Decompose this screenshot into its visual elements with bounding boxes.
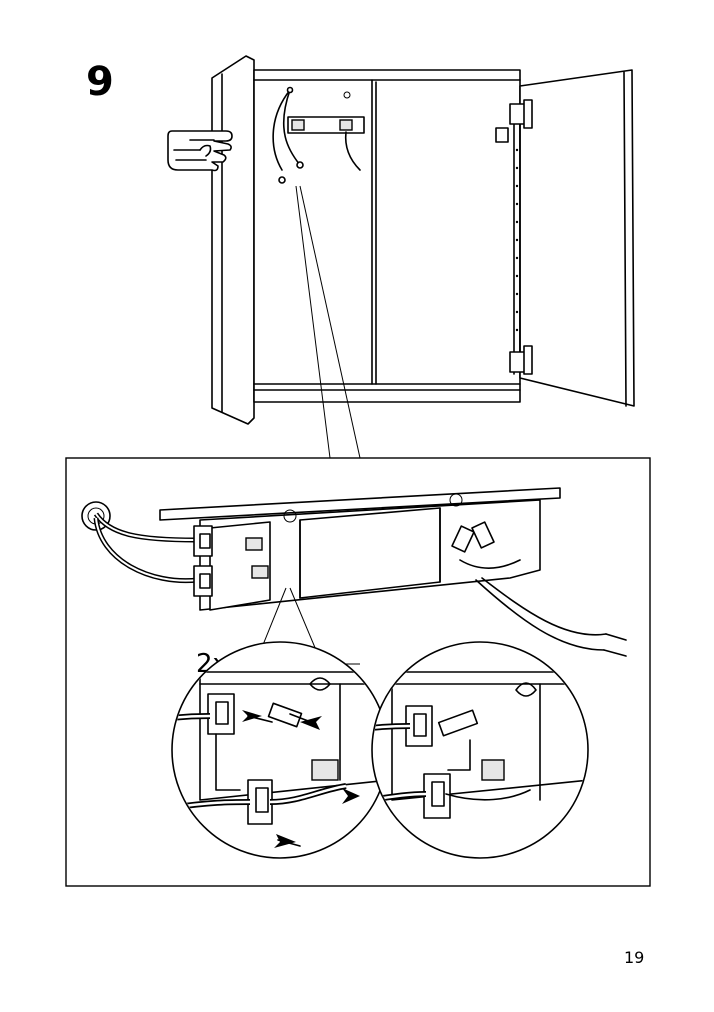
light-unit [287,116,365,171]
hinge-bottom [509,345,533,375]
hole-row [515,148,519,332]
step-number: 9 [86,59,114,105]
light-unit-box [159,487,561,611]
cabinet-drawing [211,55,635,425]
page-number: 19 [624,948,645,967]
detail-circle-before [171,641,389,859]
arrow-icon [242,710,360,848]
hinge-top [495,99,533,143]
power-cable [475,577,627,657]
detail-circle-after [371,641,589,859]
pointing-hand-icon [167,130,233,172]
cable-loop [93,512,199,584]
